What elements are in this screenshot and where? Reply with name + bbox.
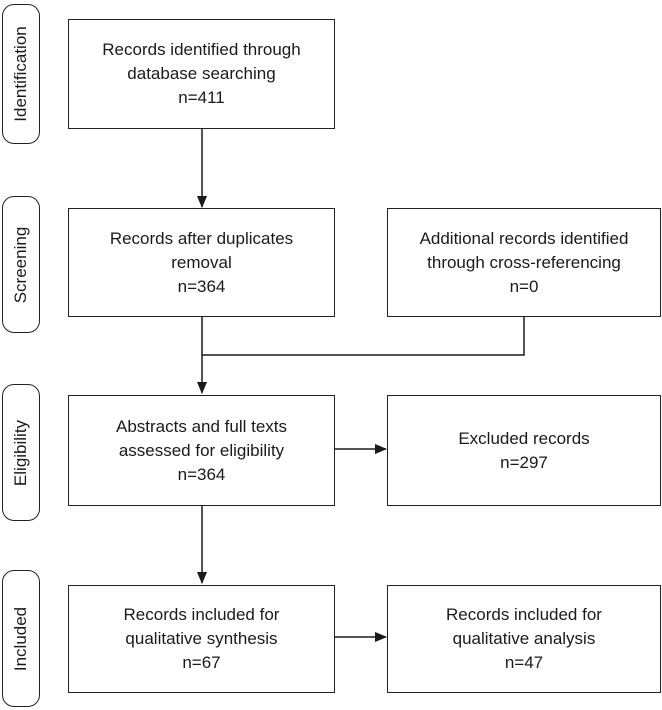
box-excluded-records-count: n=297 — [500, 452, 548, 472]
connector-merge-lines — [201, 316, 525, 356]
phase-eligibility-label: Eligibility — [11, 419, 30, 486]
box-excluded-records-line1: Excluded records — [458, 428, 590, 448]
box-excluded-records: Excluded records n=297 — [387, 395, 661, 506]
box-qualitative-synthesis-line2: qualitative synthesis — [125, 629, 278, 648]
box-assessed-eligibility: Abstracts and full texts assessed for el… — [68, 395, 335, 506]
box-qualitative-analysis-count: n=47 — [504, 653, 544, 672]
phase-screening: Screening — [2, 196, 40, 333]
phase-eligibility: Eligibility — [2, 384, 40, 521]
box-records-identified-line1: Records identified through — [102, 40, 301, 59]
box-additional-records-line2: through cross-referencing — [427, 252, 621, 272]
phase-screening-label: Screening — [11, 226, 30, 303]
box-after-duplicates-line1: Records after duplicates — [109, 228, 294, 248]
box-qualitative-synthesis-count: n=67 — [182, 653, 221, 672]
phase-included: Included — [2, 570, 40, 707]
phase-identification: Identification — [2, 4, 40, 144]
box-assessed-eligibility-count: n=364 — [177, 464, 226, 484]
box-records-identified: Records identified through database sear… — [68, 19, 335, 129]
box-additional-records-line1: Additional records identified — [419, 228, 629, 248]
box-additional-records-count: n=0 — [509, 276, 539, 296]
phase-identification-label: Identification — [11, 26, 30, 122]
box-assessed-eligibility-line1: Abstracts and full texts — [115, 416, 288, 436]
box-after-duplicates-count: n=364 — [177, 276, 226, 296]
box-assessed-eligibility-line2: assessed for eligibility — [118, 440, 285, 460]
box-qualitative-analysis-line1: Records included for — [446, 605, 602, 624]
box-qualitative-analysis-line2: qualitative analysis — [452, 629, 596, 648]
box-after-duplicates-line2: removal — [171, 252, 232, 272]
phase-included-label: Included — [11, 606, 30, 671]
box-qualitative-synthesis-line1: Records included for — [123, 605, 280, 624]
box-records-identified-count: n=411 — [178, 88, 225, 107]
box-additional-records: Additional records identified through cr… — [387, 208, 661, 317]
box-records-identified-line2: database searching — [127, 64, 276, 83]
box-qualitative-synthesis: Records included for qualitative synthes… — [68, 585, 335, 693]
box-after-duplicates: Records after duplicates removal n=364 — [68, 208, 335, 317]
box-qualitative-analysis: Records included for qualitative analysi… — [387, 585, 661, 693]
